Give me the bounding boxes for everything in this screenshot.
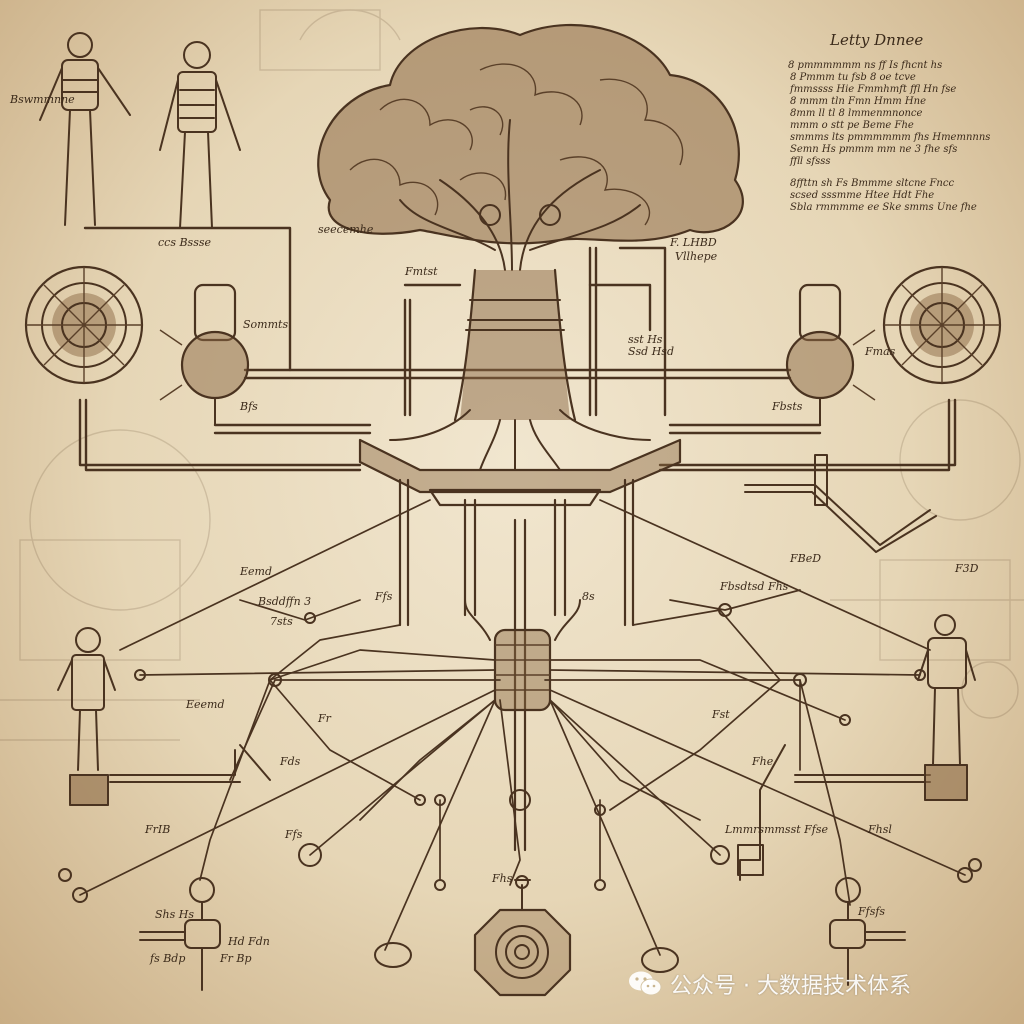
notes-line: Sbla rmmmme ee Ske smms Une fhe bbox=[790, 202, 977, 213]
label-low-center: Fr bbox=[317, 712, 332, 725]
background-sketches bbox=[0, 9, 1024, 741]
notes-line: scsed sssmme Htee Hdt Fhe bbox=[790, 190, 934, 201]
label-upper-center: seecemhe bbox=[318, 223, 374, 236]
bottom-pods bbox=[139, 877, 906, 991]
notes-line: 8 mmm tln Fmn Hmm Hne bbox=[790, 96, 926, 107]
support-struts bbox=[398, 478, 635, 852]
tree-brain bbox=[317, 23, 744, 471]
label-cable-4: Ffs bbox=[374, 590, 393, 603]
label-right-mid-2: F3D bbox=[954, 562, 979, 575]
label-base-left-2: Shs Hs bbox=[155, 908, 194, 921]
cable-nodes bbox=[58, 603, 982, 903]
right-lever bbox=[744, 454, 937, 553]
notes-line: fmmssss Hie Fmmhmft ffl Hn fse bbox=[789, 84, 956, 95]
label-base-right: Ffsfs bbox=[857, 905, 885, 918]
label-low-right-2: Fhe bbox=[751, 755, 774, 768]
notes-title: Letty Dnnee bbox=[829, 31, 923, 49]
label-cable-5: 8s bbox=[582, 590, 595, 603]
notes-block: Letty Dnnee 8 pmmmmmm ns ff Is fhcnt hs8… bbox=[788, 31, 990, 213]
label-right-emblem: Fbsts bbox=[771, 400, 803, 413]
label-cable-2: Bsddffn 3 bbox=[257, 595, 311, 608]
label-base-left-1: Hd Fdn bbox=[227, 935, 270, 948]
label-upper-left-1: Bswmmnne bbox=[9, 93, 75, 106]
label-right-mid: FBeD bbox=[789, 552, 821, 565]
label-low-left-2: Fds bbox=[279, 755, 301, 768]
notes-line: ffll sfsss bbox=[789, 156, 830, 167]
label-bearing-left: Sommts bbox=[243, 318, 288, 331]
wechat-icon bbox=[629, 971, 662, 996]
notes-line: Semn Hs pmmm mm ne 3 fhe sfs bbox=[790, 144, 957, 155]
right-emblem bbox=[882, 265, 1002, 385]
label-bottom-right-1: Lmmrsmmsst Ffse bbox=[724, 823, 828, 836]
robot-figure-top-center bbox=[159, 41, 241, 229]
label-cable-6: Fbsdtsd Fhs bbox=[719, 580, 789, 593]
notes-lines: 8 pmmmmmm ns ff Is fhcnt hs8 Pmmm tu fsb… bbox=[788, 60, 990, 213]
watermark: 公众号 · 大数据技术体系 bbox=[628, 964, 911, 1004]
label-cable-1: Eemd bbox=[239, 565, 272, 578]
notes-line: mmm o stt pe Beme Fhe bbox=[790, 120, 914, 131]
robot-figure-left bbox=[57, 627, 116, 806]
label-low-right: Fst bbox=[711, 708, 730, 721]
notes-line: 8 pmmmmmm ns ff Is fhcnt hs bbox=[788, 60, 942, 71]
side-brackets bbox=[109, 744, 931, 881]
label-cable-3: 7sts bbox=[270, 615, 293, 628]
robot-figure-right bbox=[917, 614, 976, 801]
robot-figure-top-left bbox=[39, 32, 131, 226]
right-valve bbox=[785, 283, 876, 426]
label-right-valve: Fmas bbox=[864, 345, 896, 358]
label-bottom-center: Fhs bbox=[491, 872, 513, 885]
left-valve bbox=[159, 283, 250, 426]
notes-line: 8 Pmmm tu fsb 8 oe tcve bbox=[790, 72, 916, 83]
label-pipe-1: Fmtst bbox=[404, 265, 438, 278]
notes-line: 8ffttn sh Fs Bmmme sltcne Fncc bbox=[790, 178, 954, 189]
scattered-labels: Bswmmnne ccs Bssse seecemhe Fmtst F. LHB… bbox=[9, 93, 979, 965]
central-hub bbox=[464, 599, 581, 811]
label-low-left: Eeemd bbox=[185, 698, 225, 711]
notes-line: smmms lts pmmmmmm fhs Hmemnnns bbox=[790, 132, 990, 143]
label-bottom-center-left: Ffs bbox=[284, 828, 303, 841]
central-platform bbox=[358, 438, 682, 507]
label-mid-center: Ssd Hsd bbox=[628, 345, 674, 358]
watermark-text: 公众号 · 大数据技术体系 bbox=[670, 974, 911, 999]
left-emblem bbox=[24, 265, 144, 385]
label-pipe-3: Vllhepe bbox=[675, 250, 718, 263]
label-bottom-left: FrIB bbox=[144, 823, 170, 836]
label-bottom-right-2: Fhsl bbox=[867, 823, 892, 836]
bottom-gear bbox=[473, 875, 572, 997]
radiating-cables bbox=[79, 499, 966, 956]
label-foot-left-2: Fr Bp bbox=[219, 952, 252, 965]
label-foot-left-1: fs Bdp bbox=[149, 952, 185, 965]
notes-line: 8mm ll tl 8 lmmenmnonce bbox=[790, 108, 923, 119]
label-mid-left: sst Hs bbox=[628, 333, 663, 346]
label-upper-left-2: ccs Bssse bbox=[158, 236, 211, 249]
label-pipe-2: F. LHBD bbox=[669, 236, 717, 249]
label-left-emblem: Bfs bbox=[239, 400, 258, 413]
